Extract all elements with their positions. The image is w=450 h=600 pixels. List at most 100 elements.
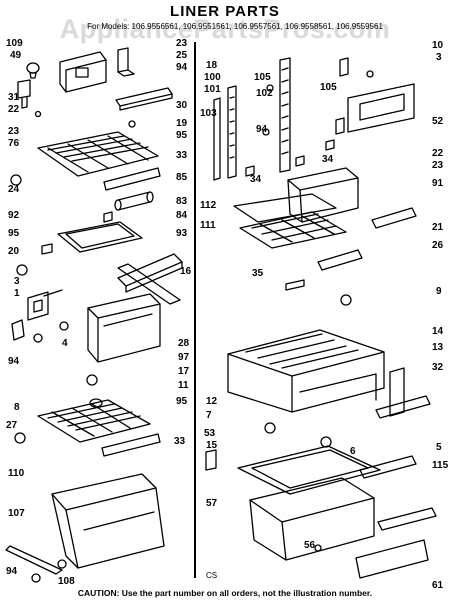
callout-102: 102 <box>256 88 273 99</box>
column-divider <box>194 42 196 578</box>
page-title: LINER PARTS <box>170 3 280 20</box>
callout-7: 7 <box>206 410 212 421</box>
cam-94-left <box>11 319 25 341</box>
knob-6 <box>320 436 332 448</box>
cap-23 <box>325 139 335 151</box>
callout-92: 92 <box>8 210 20 221</box>
callout-16: 16 <box>180 266 192 277</box>
shelf-end-cap <box>103 167 161 191</box>
vertical-ladder-rail <box>279 57 291 173</box>
light-housing-part <box>59 51 107 93</box>
callout-34: 34 <box>250 174 262 185</box>
callout-93: 93 <box>176 228 188 239</box>
callout-5: 5 <box>436 442 442 453</box>
callout-11: 11 <box>178 380 189 391</box>
bracket-part <box>117 47 135 77</box>
caution-note: CAUTION: Use the part number on all orde… <box>77 588 373 598</box>
callout-22: 22 <box>8 104 20 115</box>
glass-shelf-53 <box>237 445 381 495</box>
wire-shelf-111 <box>239 211 347 249</box>
rod-1 <box>43 289 63 297</box>
callout-105b: 105 <box>320 82 337 93</box>
callout-28: 28 <box>178 338 190 349</box>
callout-94d: 94 <box>256 124 268 135</box>
note-code: CS <box>206 571 218 580</box>
callout-33: 33 <box>176 150 188 161</box>
plate-61 <box>355 539 429 579</box>
callout-33b: 33 <box>174 436 186 447</box>
crisper-rail <box>117 253 183 293</box>
shelf-support-95 <box>41 243 53 255</box>
callout-95: 95 <box>176 130 188 141</box>
screw-94-right <box>262 128 270 136</box>
callout-20: 20 <box>8 246 20 257</box>
callout-101: 101 <box>204 84 221 95</box>
callout-83: 83 <box>176 196 188 207</box>
clip-34 <box>245 165 255 177</box>
wire-shelf-lower <box>37 399 151 443</box>
knob-9 <box>340 294 352 306</box>
rod-26 <box>317 249 363 271</box>
callout-25: 25 <box>176 50 188 61</box>
knob-4 <box>59 321 69 331</box>
callout-115: 115 <box>432 460 449 471</box>
knob-108 <box>57 559 67 569</box>
callout-30: 30 <box>176 100 188 111</box>
callout-91: 91 <box>432 178 444 189</box>
callout-22b: 22 <box>432 148 444 159</box>
callout-49: 49 <box>10 50 22 61</box>
callout-112: 112 <box>200 200 217 211</box>
callout-23c: 23 <box>432 160 444 171</box>
callout-23b: 23 <box>176 38 188 49</box>
callout-21: 21 <box>432 222 444 233</box>
bracket-22 <box>335 117 345 135</box>
knob-17 <box>86 374 98 386</box>
shelf-rail-part <box>115 87 173 111</box>
callout-94c: 94 <box>6 566 18 577</box>
callout-76: 76 <box>8 138 20 149</box>
shelf-front-33 <box>101 433 161 457</box>
callout-32: 32 <box>432 362 444 373</box>
callout-3b: 3 <box>436 52 442 63</box>
callout-34b: 34 <box>322 154 334 165</box>
callout-31: 31 <box>8 92 20 103</box>
glide-16 <box>117 263 181 305</box>
callout-94: 94 <box>176 62 188 73</box>
callout-110: 110 <box>8 468 25 479</box>
callout-12: 12 <box>206 396 218 407</box>
callout-17: 17 <box>178 366 190 377</box>
crisper-drawer-12 <box>227 351 385 413</box>
watermark: AppliancePartsPros.com <box>59 14 391 44</box>
callout-108: 108 <box>58 576 75 587</box>
callout-18: 18 <box>206 60 218 71</box>
screw-19 <box>128 120 136 128</box>
callout-105: 105 <box>254 72 271 83</box>
callout-24: 24 <box>8 184 20 195</box>
callout-111: 111 <box>200 220 216 231</box>
rail-5 <box>359 455 417 479</box>
crisper-bin <box>51 473 165 569</box>
roller-part <box>114 191 154 211</box>
knob-24 <box>10 174 22 186</box>
callout-10: 10 <box>432 40 444 51</box>
callout-57: 57 <box>206 498 218 509</box>
callout-6: 6 <box>350 446 356 457</box>
callout-94b: 94 <box>8 356 20 367</box>
callout-13: 13 <box>432 342 444 353</box>
callout-107: 107 <box>8 508 25 519</box>
callout-52: 52 <box>432 116 444 127</box>
callout-15: 15 <box>206 440 218 451</box>
callout-56: 56 <box>304 540 316 551</box>
meat-drawer <box>87 293 161 363</box>
rail-32 <box>375 395 431 419</box>
callout-23: 23 <box>8 126 20 137</box>
shelf-frame-112 <box>233 193 337 223</box>
control-panel-52 <box>347 83 415 133</box>
callout-53: 53 <box>204 428 216 439</box>
callout-14: 14 <box>432 326 444 337</box>
callout-103: 103 <box>200 108 217 119</box>
crisper-cover-14 <box>227 329 385 377</box>
pin-10 <box>339 57 349 77</box>
knob-27 <box>14 432 26 444</box>
